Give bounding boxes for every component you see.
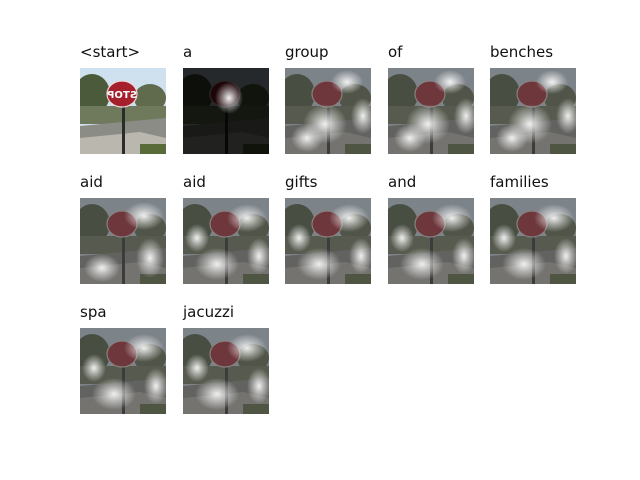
attention-map [490,198,576,284]
attention-panel: jacuzzi [183,302,269,414]
attention-panel: and [388,172,474,284]
attention-panel: aid [80,172,166,284]
attention-heatmap [388,68,474,154]
attention-map [183,328,269,414]
attention-map [183,68,269,154]
attention-heatmap [490,198,576,284]
caption-word: <start> [80,43,141,61]
stop-sign-photo: STOP [80,68,166,154]
attention-map [490,68,576,154]
caption-word: benches [490,43,554,61]
original-image: STOP [80,68,166,154]
attention-heatmap [285,198,371,284]
caption-word: jacuzzi [183,303,235,321]
attention-map [285,198,371,284]
caption-word: and [388,173,417,191]
attention-panel: group [285,42,371,154]
attention-panel: of [388,42,474,154]
attention-panel: <start> STOP [80,42,166,154]
attention-panel: gifts [285,172,371,284]
caption-word: of [388,43,403,61]
caption-word: aid [183,173,206,191]
attention-panel: spa [80,302,166,414]
attention-heatmap [183,198,269,284]
caption-word: gifts [285,173,318,191]
stop-sign-text: STOP [107,90,137,101]
attention-panel: families [490,172,576,284]
attention-heatmap [80,198,166,284]
caption-word: group [285,43,329,61]
attention-panel: a [183,42,269,154]
attention-heatmap [80,328,166,414]
caption-word: aid [80,173,103,191]
attention-heatmap [285,68,371,154]
attention-panel: benches [490,42,576,154]
attention-map [388,68,474,154]
caption-word: families [490,173,549,191]
attention-heatmap [183,328,269,414]
attention-heatmap [388,198,474,284]
attention-map [388,198,474,284]
attention-panel: aid [183,172,269,284]
attention-map [80,198,166,284]
attention-heatmap [183,68,269,154]
attention-map [285,68,371,154]
caption-word: a [183,43,193,61]
attention-map [183,198,269,284]
caption-word: spa [80,303,107,321]
attention-map [80,328,166,414]
attention-heatmap [490,68,576,154]
